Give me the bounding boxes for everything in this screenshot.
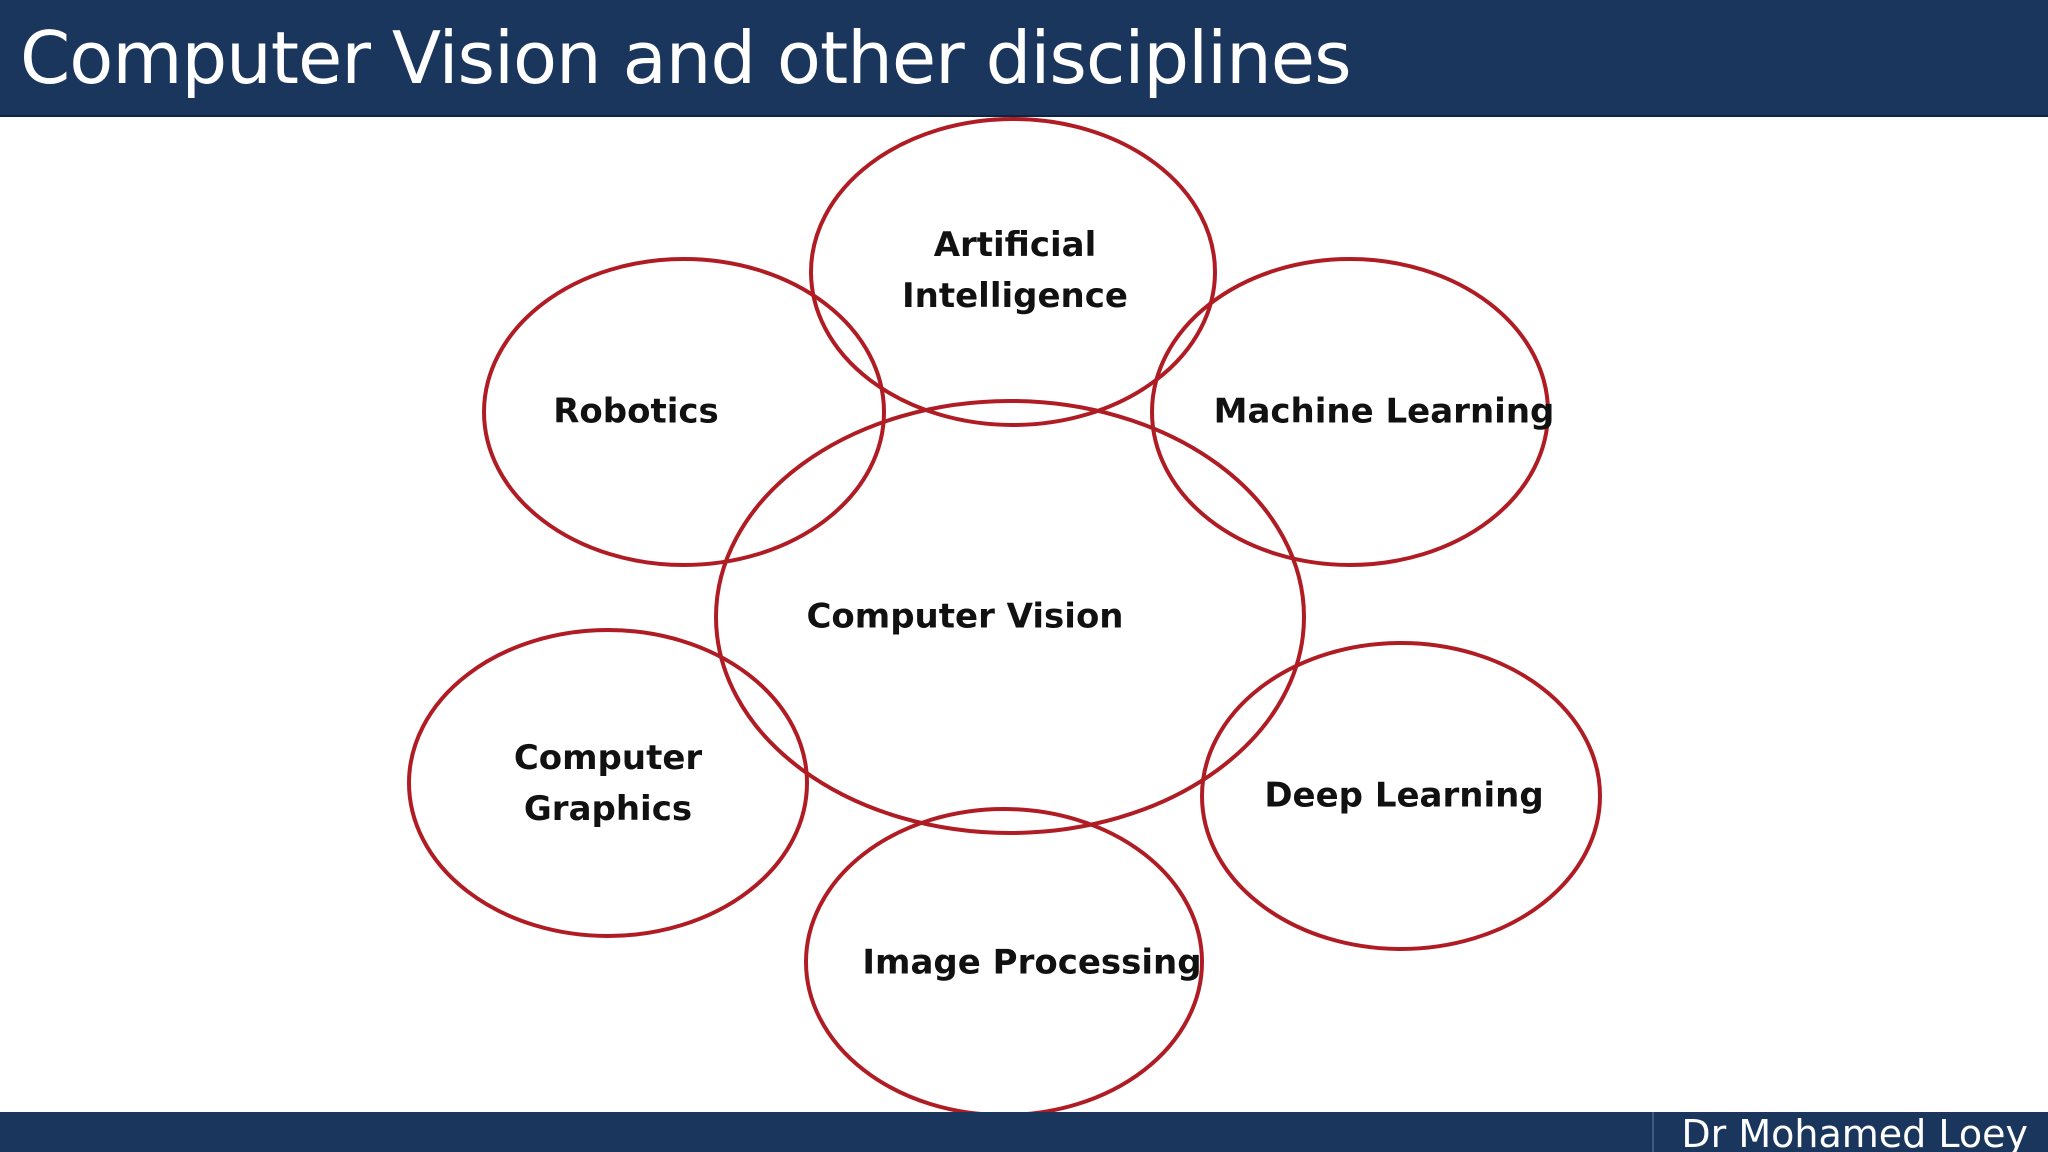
artificial-intelligence-label-line-1: Artificial (934, 225, 1097, 265)
footer-divider (1652, 1112, 1654, 1152)
computer-vision-ellipse (714, 399, 1306, 835)
computer-graphics-label-line-2: Graphics (524, 789, 692, 829)
artificial-intelligence-ellipse (809, 117, 1217, 427)
deep-learning-ellipse (1200, 641, 1602, 951)
title-bar: Computer Vision and other disciplines (0, 0, 2048, 117)
image-processing-label: Image Processing (862, 943, 1201, 983)
slide-title: Computer Vision and other disciplines (20, 16, 1352, 100)
computer-graphics-label-line-1: Computer (514, 738, 703, 778)
artificial-intelligence-label-line-2: Intelligence (902, 276, 1128, 316)
robotics-ellipse (482, 257, 886, 567)
robotics-label: Robotics (553, 392, 719, 432)
computer-graphics-ellipse (407, 628, 809, 938)
footer-author: Dr Mohamed Loey (1681, 1112, 2028, 1152)
machine-learning-ellipse (1150, 257, 1550, 567)
machine-learning-label: Machine Learning (1214, 392, 1555, 432)
deep-learning-label: Deep Learning (1264, 776, 1543, 816)
computer-vision-label: Computer Vision (806, 597, 1123, 637)
footer-bar: Dr Mohamed Loey (0, 1112, 2048, 1152)
